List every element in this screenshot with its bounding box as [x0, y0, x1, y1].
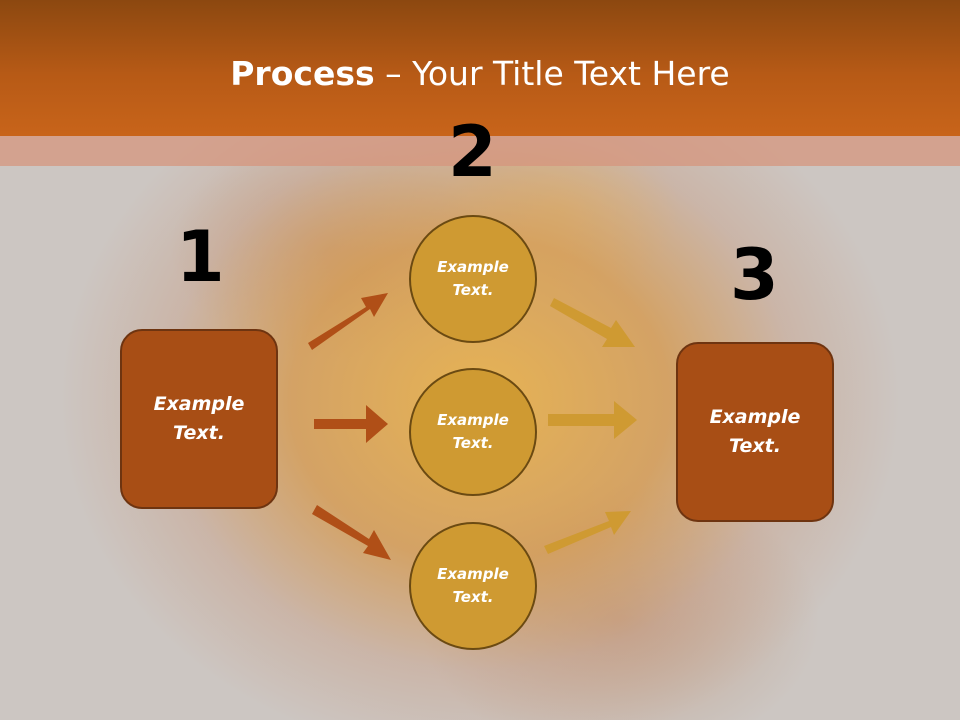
circle-middle-line2: Text.	[452, 434, 494, 452]
step-number-2: 2	[448, 111, 497, 193]
circle-bottom-line2: Text.	[452, 588, 494, 606]
arrow-left-to-middle	[314, 405, 388, 443]
header-bar	[0, 0, 960, 136]
title-bold: Process	[230, 54, 375, 93]
circle-top-line1: Example	[437, 258, 509, 276]
left-process-box: Example Text.	[120, 329, 278, 509]
slide-title: Process – Your Title Text Here	[0, 52, 960, 96]
arrow-bottom-to-right	[544, 511, 631, 554]
arrow-left-to-bottom	[312, 505, 391, 560]
left-box-line1: Example	[153, 393, 245, 415]
arrow-left-to-top	[308, 293, 388, 350]
left-box-line2: Text.	[173, 422, 225, 444]
step-number-1: 1	[176, 216, 225, 298]
header-band	[0, 136, 960, 166]
process-circle-bottom: Example Text.	[409, 522, 537, 650]
right-box-line2: Text.	[729, 435, 781, 457]
right-process-box: Example Text.	[676, 342, 834, 522]
title-rest: – Your Title Text Here	[374, 54, 730, 93]
arrow-top-to-right	[550, 298, 635, 347]
right-box-line1: Example	[709, 406, 801, 428]
process-circle-middle: Example Text.	[409, 368, 537, 496]
circle-top-line2: Text.	[452, 281, 494, 299]
process-circle-top: Example Text.	[409, 215, 537, 343]
circle-bottom-line1: Example	[437, 565, 509, 583]
circle-middle-line1: Example	[437, 411, 509, 429]
arrow-middle-to-right	[548, 401, 637, 439]
step-number-3: 3	[730, 234, 779, 316]
